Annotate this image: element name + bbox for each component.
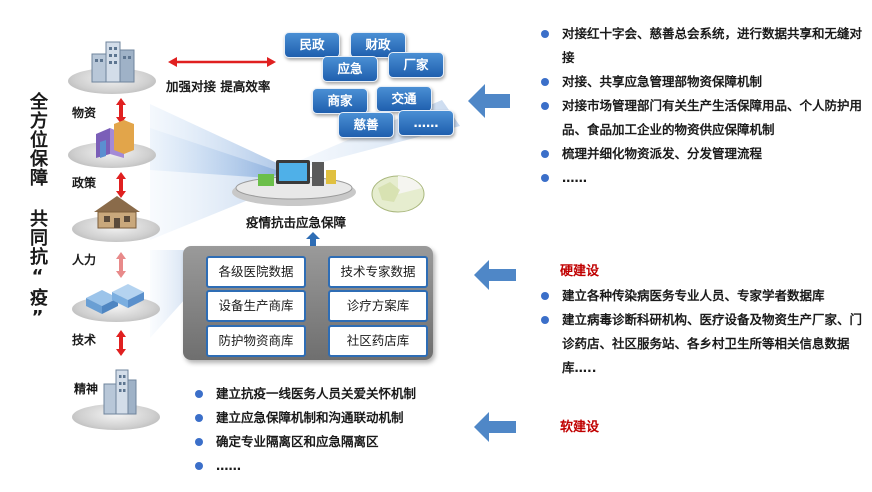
- china-map-icon: [371, 175, 425, 213]
- pillar-label-renli: 人力: [72, 253, 97, 267]
- db-protective-supplier: 防护物资商库: [206, 325, 306, 357]
- list-item: 建立抗疫一线医务人员关爱关怀机制: [192, 382, 462, 406]
- left-arrow-icon: [474, 260, 516, 290]
- right-top-list: 对接红十字会、慈善总会系统，进行数据共享和无缝对接 对接、共享应急管理部物资保障…: [538, 22, 864, 190]
- campus-icon: [86, 284, 144, 314]
- soft-construction-title: 软建设: [560, 420, 600, 435]
- center-label: 疫情抗击应急保障: [246, 215, 347, 230]
- pillar-label-jingshen: 精神: [74, 382, 99, 396]
- list-item: 建立病毒诊断科研机构、医疗设备及物资生产厂家、门诊药店、社区服务站、各乡村卫生所…: [538, 308, 864, 380]
- list-item: ……: [192, 454, 462, 478]
- vertical-title: 全方位保障 共同抗“疫”: [27, 92, 48, 329]
- house-icon: [94, 196, 140, 229]
- list-item: 建立各种传染病医务专业人员、专家学者数据库: [538, 284, 864, 308]
- tag-minzheng: 民政: [284, 32, 340, 58]
- tag-jiaotong: 交通: [376, 86, 432, 112]
- db-expert: 技术专家数据: [328, 256, 428, 288]
- soft-construction-list: 建立抗疫一线医务人员关爱关怀机制 建立应急保障机制和沟通联动机制 确定专业隔离区…: [192, 382, 462, 478]
- left-arrow-icon: [474, 412, 516, 442]
- list-item: 对接、共享应急管理部物资保障机制: [538, 70, 864, 94]
- pillar-label-wuzi: 物资: [72, 106, 97, 120]
- db-treatment-plan: 诊疗方案库: [328, 290, 428, 322]
- list-item: 建立应急保障机制和沟通联动机制: [192, 406, 462, 430]
- hard-construction-list: 建立各种传染病医务专业人员、专家学者数据库 建立病毒诊断科研机构、医疗设备及物资…: [538, 284, 864, 380]
- tag-yingji: 应急: [322, 56, 378, 82]
- tag-shangjia: 商家: [312, 88, 368, 114]
- tag-cishan: 慈善: [338, 112, 394, 138]
- list-item: 确定专业隔离区和应急隔离区: [192, 430, 462, 454]
- pillar-label-zhengce: 政策: [72, 176, 97, 190]
- hard-construction-title: 硬建设: [560, 264, 600, 279]
- link-arrow-icon: [168, 57, 276, 67]
- left-arrow-icon: [468, 84, 510, 118]
- double-arrow-icon: [116, 172, 126, 198]
- top-link-label: 加强对接 提高效率: [166, 79, 271, 94]
- policy-blocks-icon: [96, 120, 134, 158]
- office-building-icon: [91, 41, 135, 83]
- pillar-label-jishu: 技术: [72, 333, 97, 347]
- double-arrow-icon: [116, 330, 126, 356]
- computer-platform-icon: [232, 160, 356, 206]
- beam-bottom: [150, 250, 186, 338]
- db-equipment-maker: 设备生产商库: [206, 290, 306, 322]
- db-pharmacy: 社区药店库: [328, 325, 428, 357]
- db-hospital: 各级医院数据: [206, 256, 306, 288]
- double-arrow-icon: [116, 98, 126, 124]
- beam-policy: [150, 128, 282, 240]
- list-item: 对接红十字会、慈善总会系统，进行数据共享和无缝对接: [538, 22, 864, 70]
- list-item: ……: [538, 166, 864, 190]
- list-item: 梳理并细化物资派发、分发管理流程: [538, 142, 864, 166]
- tag-more: ……: [398, 110, 454, 136]
- tower-building-icon: [103, 369, 137, 415]
- tag-changjia: 厂家: [388, 52, 444, 78]
- up-arrow-icon: [306, 232, 320, 248]
- list-item: 对接市场管理部门有关生产生活保障用品、个人防护用品、食品加工企业的物资供应保障机…: [538, 94, 864, 142]
- double-arrow-icon: [116, 252, 126, 278]
